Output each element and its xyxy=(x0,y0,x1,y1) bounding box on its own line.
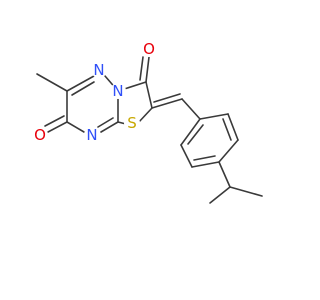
atom-sulfur: S xyxy=(127,114,137,132)
bond-isopropyl-methyl-right xyxy=(229,186,263,197)
atom-oxygen-left: O xyxy=(34,126,46,144)
atom-oxygen-top: O xyxy=(143,40,155,58)
bond-c-o-top-double xyxy=(139,56,144,81)
bond-ring-4 xyxy=(191,161,220,168)
bond-exo-double-second xyxy=(153,93,181,103)
bond-c-o-top xyxy=(145,56,150,83)
bond-isopropyl-methyl-left xyxy=(209,186,231,204)
bond-exo-double xyxy=(151,98,183,109)
bond-ring-1 xyxy=(199,113,229,120)
bond-ring-2-double xyxy=(222,118,232,141)
bond-ring-6-double xyxy=(187,124,204,145)
molecule-structure-diagram: O N N S N O xyxy=(32,40,263,204)
bond-c-n-bottom-double xyxy=(97,117,114,128)
bond-ring-4-double xyxy=(193,155,216,161)
bond-c-n-bottom xyxy=(100,121,119,133)
bond-c-o-left-double xyxy=(44,115,65,127)
bond-isopropyl xyxy=(218,161,231,188)
bond-c-s xyxy=(137,107,153,124)
bond-ring-6 xyxy=(180,118,201,146)
atom-label-group: O N N S N O xyxy=(32,40,157,144)
bond-c-n-top-double xyxy=(71,81,95,96)
bond-c-o-left xyxy=(47,121,68,133)
atom-nitrogen-bridge: N xyxy=(112,82,123,100)
bond-ring-5 xyxy=(180,144,193,168)
bond-c-c-exo xyxy=(145,81,153,109)
bond-exo-to-ring xyxy=(181,98,201,120)
atom-nitrogen-top: N xyxy=(93,61,104,79)
bond-c-n-top xyxy=(66,75,95,92)
bond-n-c-carbonyl xyxy=(66,121,85,133)
bond-group xyxy=(36,56,263,204)
bond-ring-2 xyxy=(227,113,239,141)
bond-ring-3 xyxy=(218,139,239,163)
bond-methyl xyxy=(36,73,68,92)
atom-nitrogen-bottom: N xyxy=(86,126,97,144)
